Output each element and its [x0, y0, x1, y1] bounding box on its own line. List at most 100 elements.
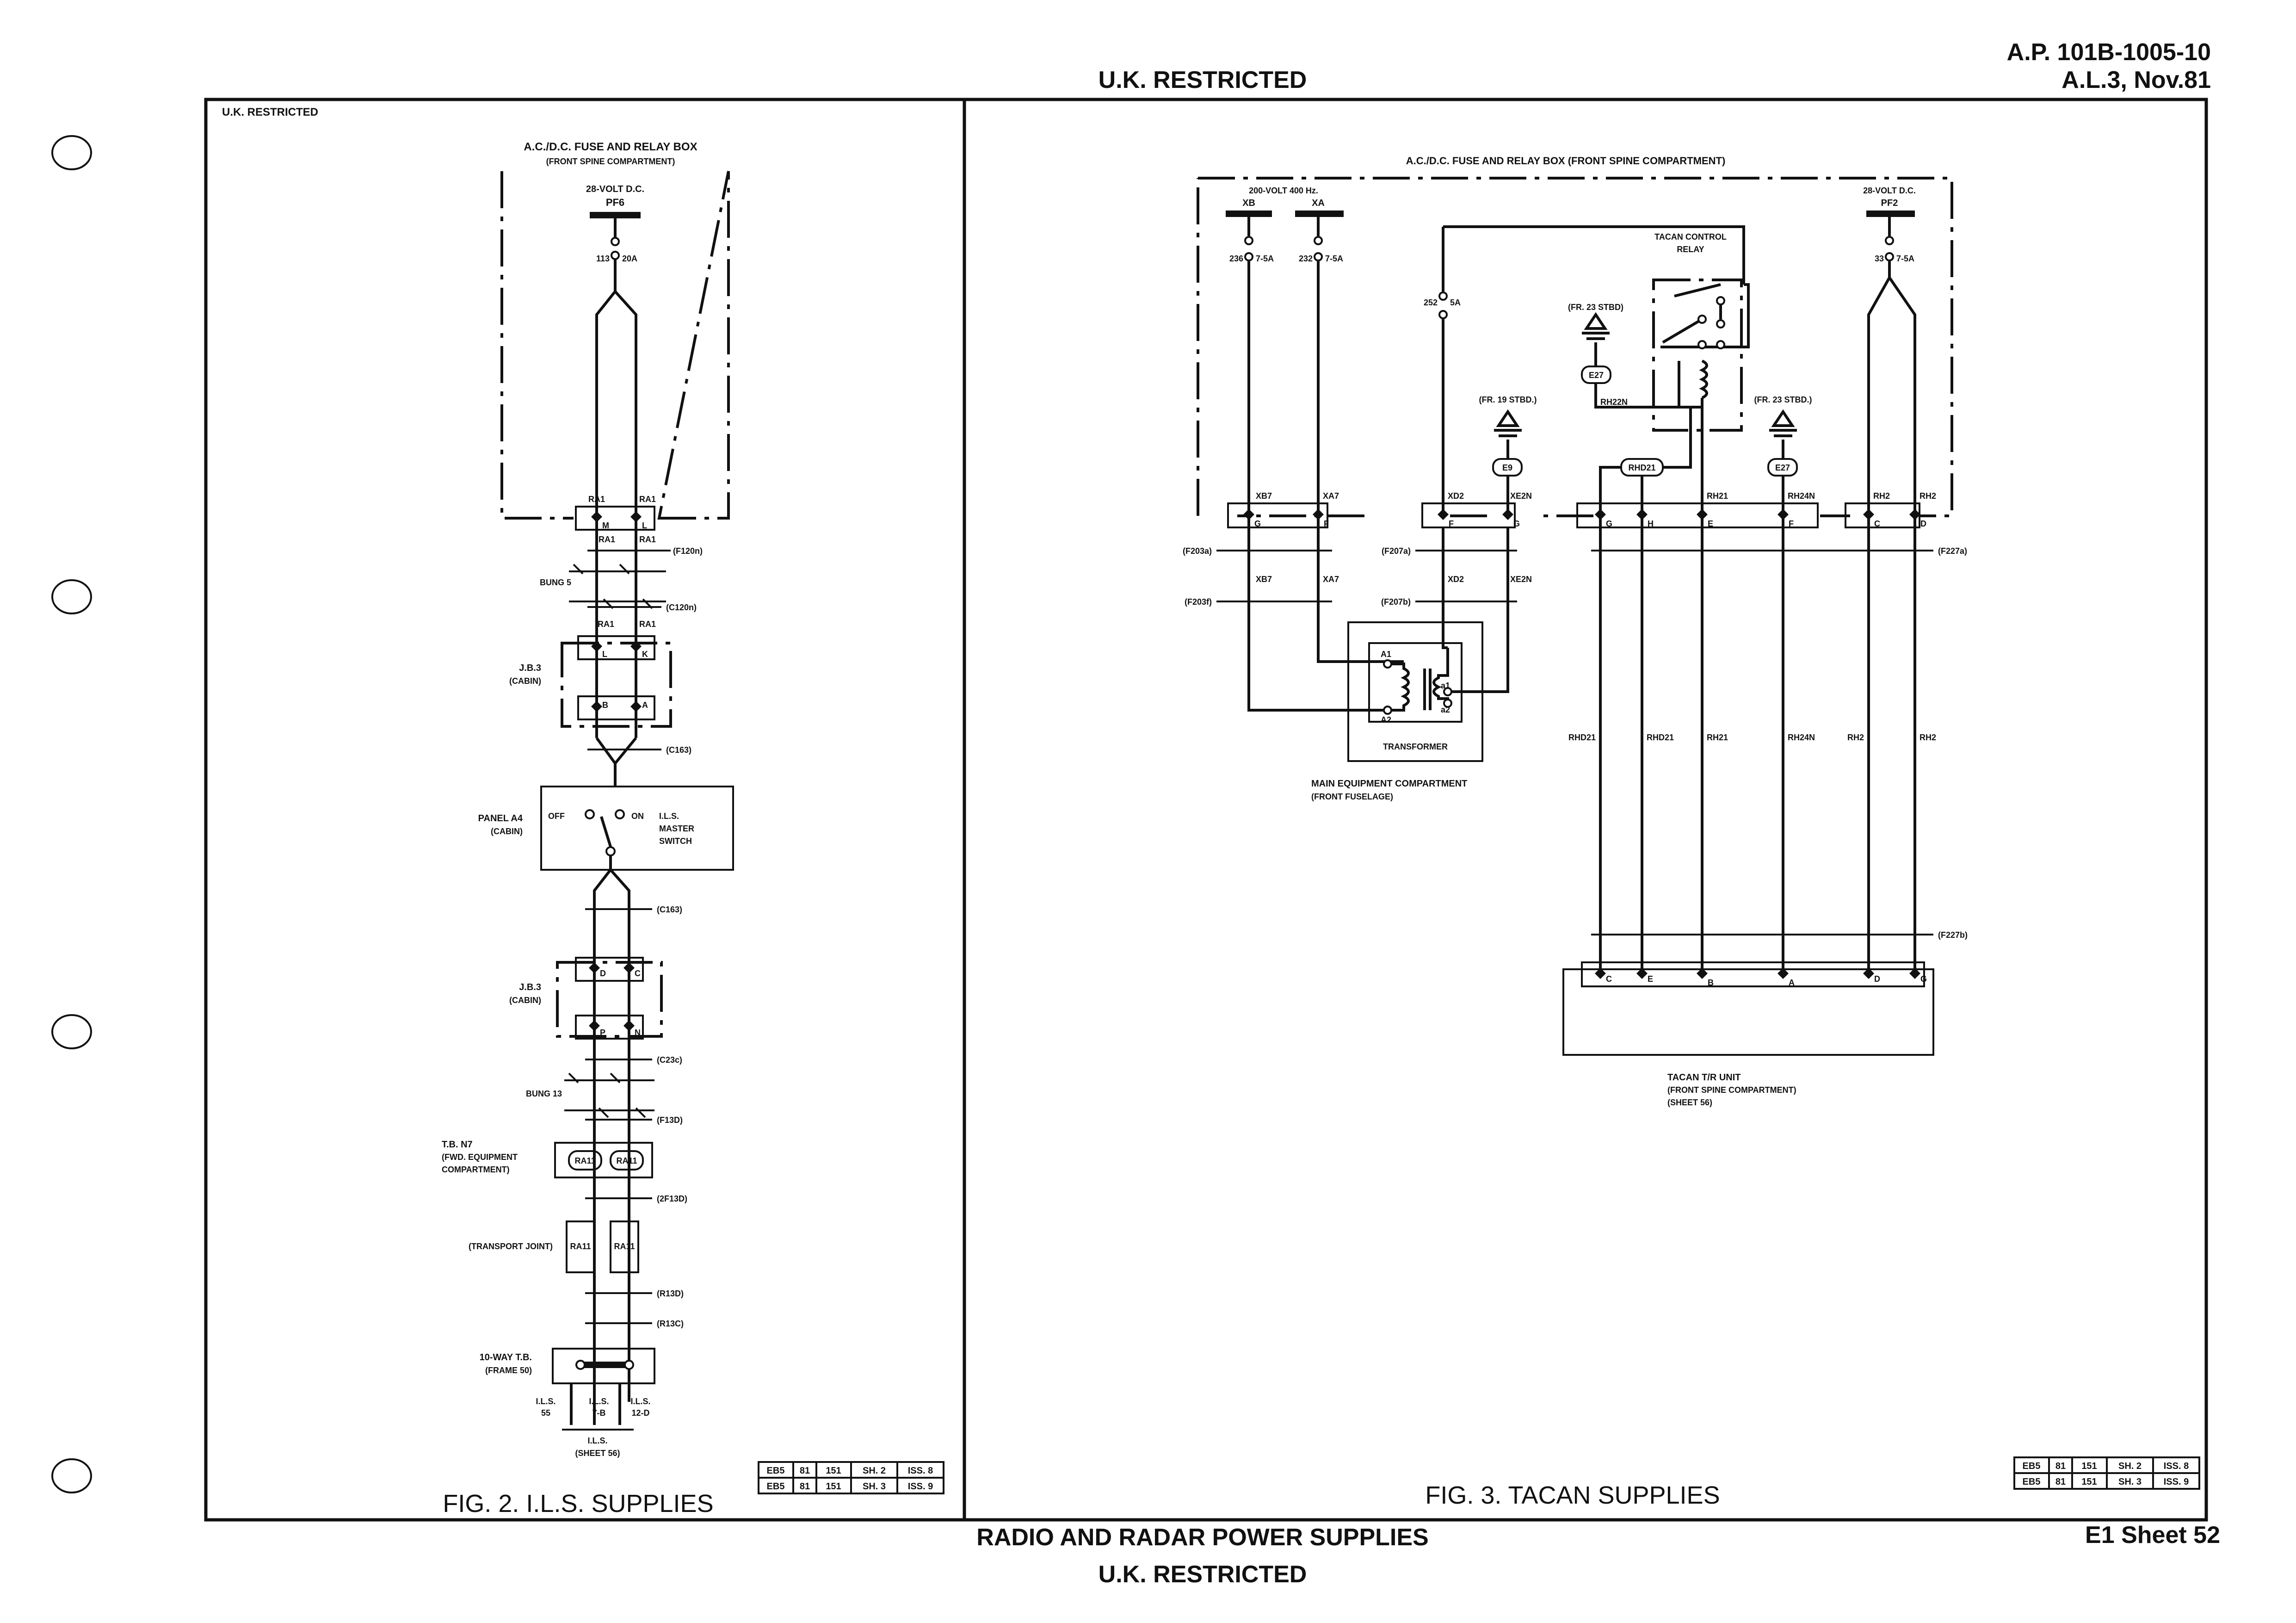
- fig3-xb7: XB7: [1256, 491, 1272, 501]
- fig3-pin: [1636, 509, 1648, 520]
- fig3-main-eq: MAIN EQUIPMENT COMPARTMENT: [1311, 779, 1467, 789]
- fig2-switch-label-1: I.L.S.: [659, 812, 679, 821]
- fig3-transformer-terminal: [1443, 699, 1452, 708]
- fig2-switch-contact: [585, 809, 595, 819]
- fig3-fr23b: (FR. 23 STBD.): [1754, 395, 1812, 404]
- fig3-r236: 7-5A: [1256, 254, 1274, 263]
- fig3-main-eq-sub: (FRONT FUSELAGE): [1311, 792, 1393, 801]
- fig2-switch-blade: [600, 816, 612, 847]
- fig3-rh22n-wire: [1594, 383, 1679, 409]
- fig3-pin: [1697, 968, 1708, 979]
- fig2-pin-d: D: [600, 969, 606, 978]
- fig3-fuse-terminal: [1885, 252, 1894, 261]
- fig3-relay-contact: [1716, 296, 1725, 305]
- table-cell: 151: [826, 1466, 841, 1476]
- fig3-relay-contact: [1697, 315, 1707, 324]
- fig2-pin-b: B: [602, 700, 608, 710]
- fig3-relay-label-2: RELAY: [1677, 245, 1704, 254]
- fig3-relay-coil: [1678, 359, 1708, 426]
- fig3-tacan-supplies: A.C./D.C. FUSE AND RELAY BOX (FRONT SPIN…: [1183, 155, 2200, 1509]
- fig3-tacan-unit-outline: [1562, 968, 1934, 1056]
- fig3-tacan-sub2: (SHEET 56): [1667, 1098, 1712, 1107]
- fig2-tenway-label: 10-WAY T.B.: [480, 1352, 532, 1363]
- fig3-plug-f-g: [1421, 502, 1516, 528]
- fig3-xd2: XD2: [1448, 575, 1464, 584]
- fig2-jb3-block-top: [577, 635, 655, 660]
- fig3-xe2n: XE2N: [1510, 491, 1532, 501]
- fig2-ra11-tag: [568, 1150, 602, 1171]
- fig3-pin-a: A: [1789, 978, 1795, 987]
- fig2-ils-out: I.L.S.: [589, 1397, 609, 1406]
- table-cell: 151: [2081, 1477, 2097, 1487]
- fig2-frame50: (FRAME 50): [485, 1366, 532, 1375]
- table-cell: SH. 2: [863, 1466, 886, 1476]
- fig2-fuse-terminal: [611, 251, 620, 260]
- fig2-tb-n7-sub2: COMPARTMENT): [442, 1165, 510, 1174]
- fig2-bung5-break: [573, 564, 653, 609]
- table-cell: SH. 3: [2118, 1477, 2142, 1487]
- fig3-dc-supply: 28-VOLT D.C.: [1863, 186, 1916, 195]
- fig3-xa7: XA7: [1323, 575, 1339, 584]
- fig3-ref-f227b: (F227b): [1938, 930, 1968, 940]
- fig3-plug-g-f: [1227, 502, 1328, 528]
- fig2-transport-joint: [610, 1220, 639, 1273]
- fig3-r33: 7-5A: [1896, 254, 1914, 263]
- fig3-rh21: RH21: [1707, 491, 1728, 501]
- fig2-ra1-label: RA1: [639, 495, 656, 504]
- fig3-rhd21: RHD21: [1647, 733, 1674, 742]
- fig3-pin-c: C: [1874, 519, 1880, 528]
- fig2-ils-7b: 7-B: [592, 1408, 605, 1418]
- fig2-ra11: RA11: [574, 1156, 595, 1165]
- fig3-a2: A2: [1381, 715, 1391, 725]
- fig2-plug-m-l: [575, 506, 655, 531]
- table-cell: EB5: [2023, 1461, 2041, 1471]
- table-col-dividers: [2048, 1457, 2154, 1489]
- fig3-fr19: (FR. 19 STBD.): [1479, 395, 1537, 404]
- fig3-ref-f203a: (F203a): [1183, 546, 1212, 556]
- fig2-ra11-tag: [610, 1150, 644, 1171]
- fig3-pin: [1243, 509, 1254, 520]
- fig3-pin: [1313, 509, 1324, 520]
- fig2-switch-label-3: SWITCH: [659, 836, 692, 846]
- header-restricted: U.K. RESTRICTED: [1099, 67, 1307, 93]
- fig3-rh21: RH21: [1707, 733, 1728, 742]
- fig3-e9: E9: [1502, 463, 1512, 472]
- fig3-xb: XB: [1242, 198, 1255, 208]
- fig2-pin: [589, 962, 600, 973]
- fig3-pin: [1778, 968, 1789, 979]
- table-col-dividers: [792, 1462, 898, 1493]
- fig2-wire-split: [593, 855, 630, 1402]
- fig2-ils-out: I.L.S.: [630, 1397, 650, 1406]
- fig2-fuse-terminal: [611, 237, 620, 246]
- fig3-xa: XA: [1312, 198, 1325, 208]
- fig2-tb-n7: [554, 1142, 653, 1178]
- fig2-ra1-label: RA1: [598, 619, 614, 629]
- fig2-wire-merge: [595, 737, 637, 787]
- fig2-jb3-block-bottom: [577, 695, 655, 720]
- drawing-frame: [204, 98, 2208, 1522]
- fig3-fuse-terminal: [1885, 236, 1894, 245]
- table-cell: 81: [2055, 1461, 2066, 1471]
- fig2-fuse-box-sub: (FRONT SPINE COMPARTMENT): [546, 157, 675, 166]
- fig3-plug-c-d: [1845, 502, 1920, 528]
- fig3-pin: [1595, 509, 1606, 520]
- fig3-tacan-plug: [1581, 961, 1925, 987]
- fig3-xb7: XB7: [1256, 575, 1272, 584]
- fig3-pin: [1595, 968, 1606, 979]
- fig2-pin-n: N: [635, 1028, 641, 1037]
- fig3-tacan-sub1: (FRONT SPINE COMPARTMENT): [1667, 1085, 1796, 1095]
- table-cell: 81: [800, 1481, 810, 1492]
- fig2-off: OFF: [548, 812, 565, 821]
- fig3-xa7: XA7: [1323, 491, 1339, 501]
- fig2-busbar-label: PF6: [606, 197, 624, 208]
- fig3-xe2n: XE2N: [1510, 575, 1532, 584]
- fig3-w236: 236: [1229, 254, 1243, 263]
- fig2-jb3-label: J.B.3: [519, 663, 541, 673]
- sheet-number: E1 Sheet 52: [2085, 1522, 2220, 1549]
- fig3-rh2: RH2: [1920, 733, 1936, 742]
- fig3-transformer-feeds: [1247, 516, 1509, 712]
- fig3-pin-g: G: [1513, 519, 1520, 528]
- fig3-pin: [1502, 509, 1513, 520]
- fig2-sheet56-ils: I.L.S.: [587, 1436, 607, 1445]
- fig2-fuse-box-title: A.C./D.C. FUSE AND RELAY BOX: [524, 141, 697, 153]
